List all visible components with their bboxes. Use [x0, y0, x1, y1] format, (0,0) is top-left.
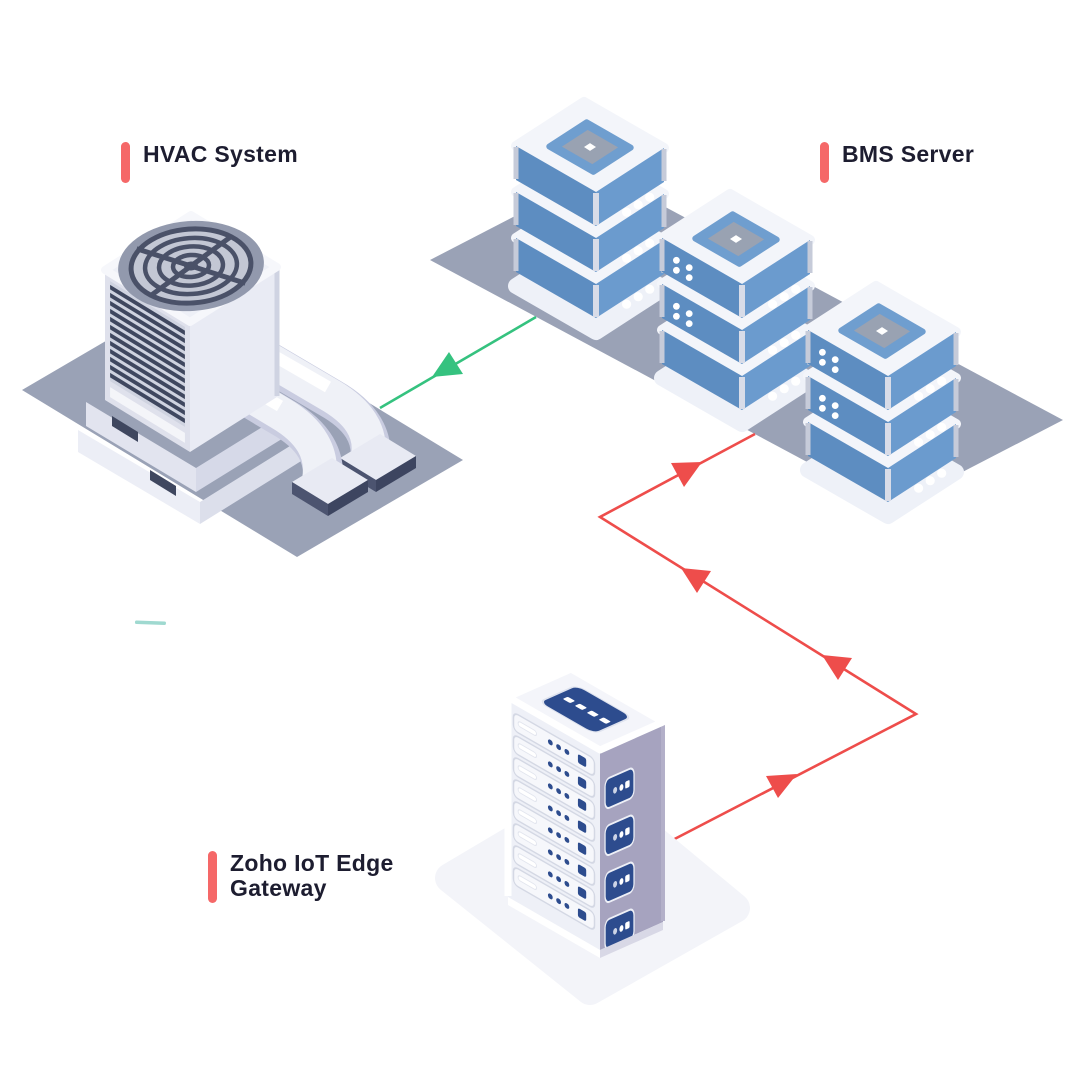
hvac-label-text: HVAC System [143, 141, 298, 167]
server-stack [516, 102, 664, 332]
red-arrowhead-icon [671, 462, 702, 487]
green-arrowhead-icon [432, 352, 463, 377]
hvac-label-accent-bar [121, 142, 130, 183]
gateway-top-panel [541, 686, 630, 733]
red-arrowhead-icon [681, 568, 711, 593]
gateway-label-accent-bar [208, 851, 217, 903]
server-stack [808, 286, 956, 516]
pedestal-vent [112, 416, 138, 442]
server-stack [662, 194, 810, 424]
hvac-illustration [78, 211, 416, 524]
bms-label-text: BMS Server [842, 141, 975, 167]
bms-label-accent-bar [820, 142, 829, 183]
duct-pipes [189, 326, 416, 516]
connection-gateway-to-bms [597, 432, 919, 847]
connection-bms-to-hvac [379, 315, 537, 410]
gateway-label-line1: Zoho IoT Edge [230, 850, 394, 876]
red-arrowhead-icon [822, 655, 852, 680]
gateway-label-line2: Gateway [230, 875, 327, 901]
pedestal-vent [150, 470, 176, 496]
gateway-illustration [435, 665, 750, 1005]
fan-icon [118, 220, 264, 312]
hvac-label: HVAC System [121, 142, 298, 183]
teal-dash [134, 620, 166, 626]
red-arrowhead-icon [766, 774, 797, 798]
gateway-label: Zoho IoT Edge Gateway [208, 851, 394, 903]
air-grille [105, 270, 191, 452]
gateway-label-text: Zoho IoT Edge Gateway [230, 851, 394, 901]
bms-label: BMS Server [820, 142, 974, 183]
